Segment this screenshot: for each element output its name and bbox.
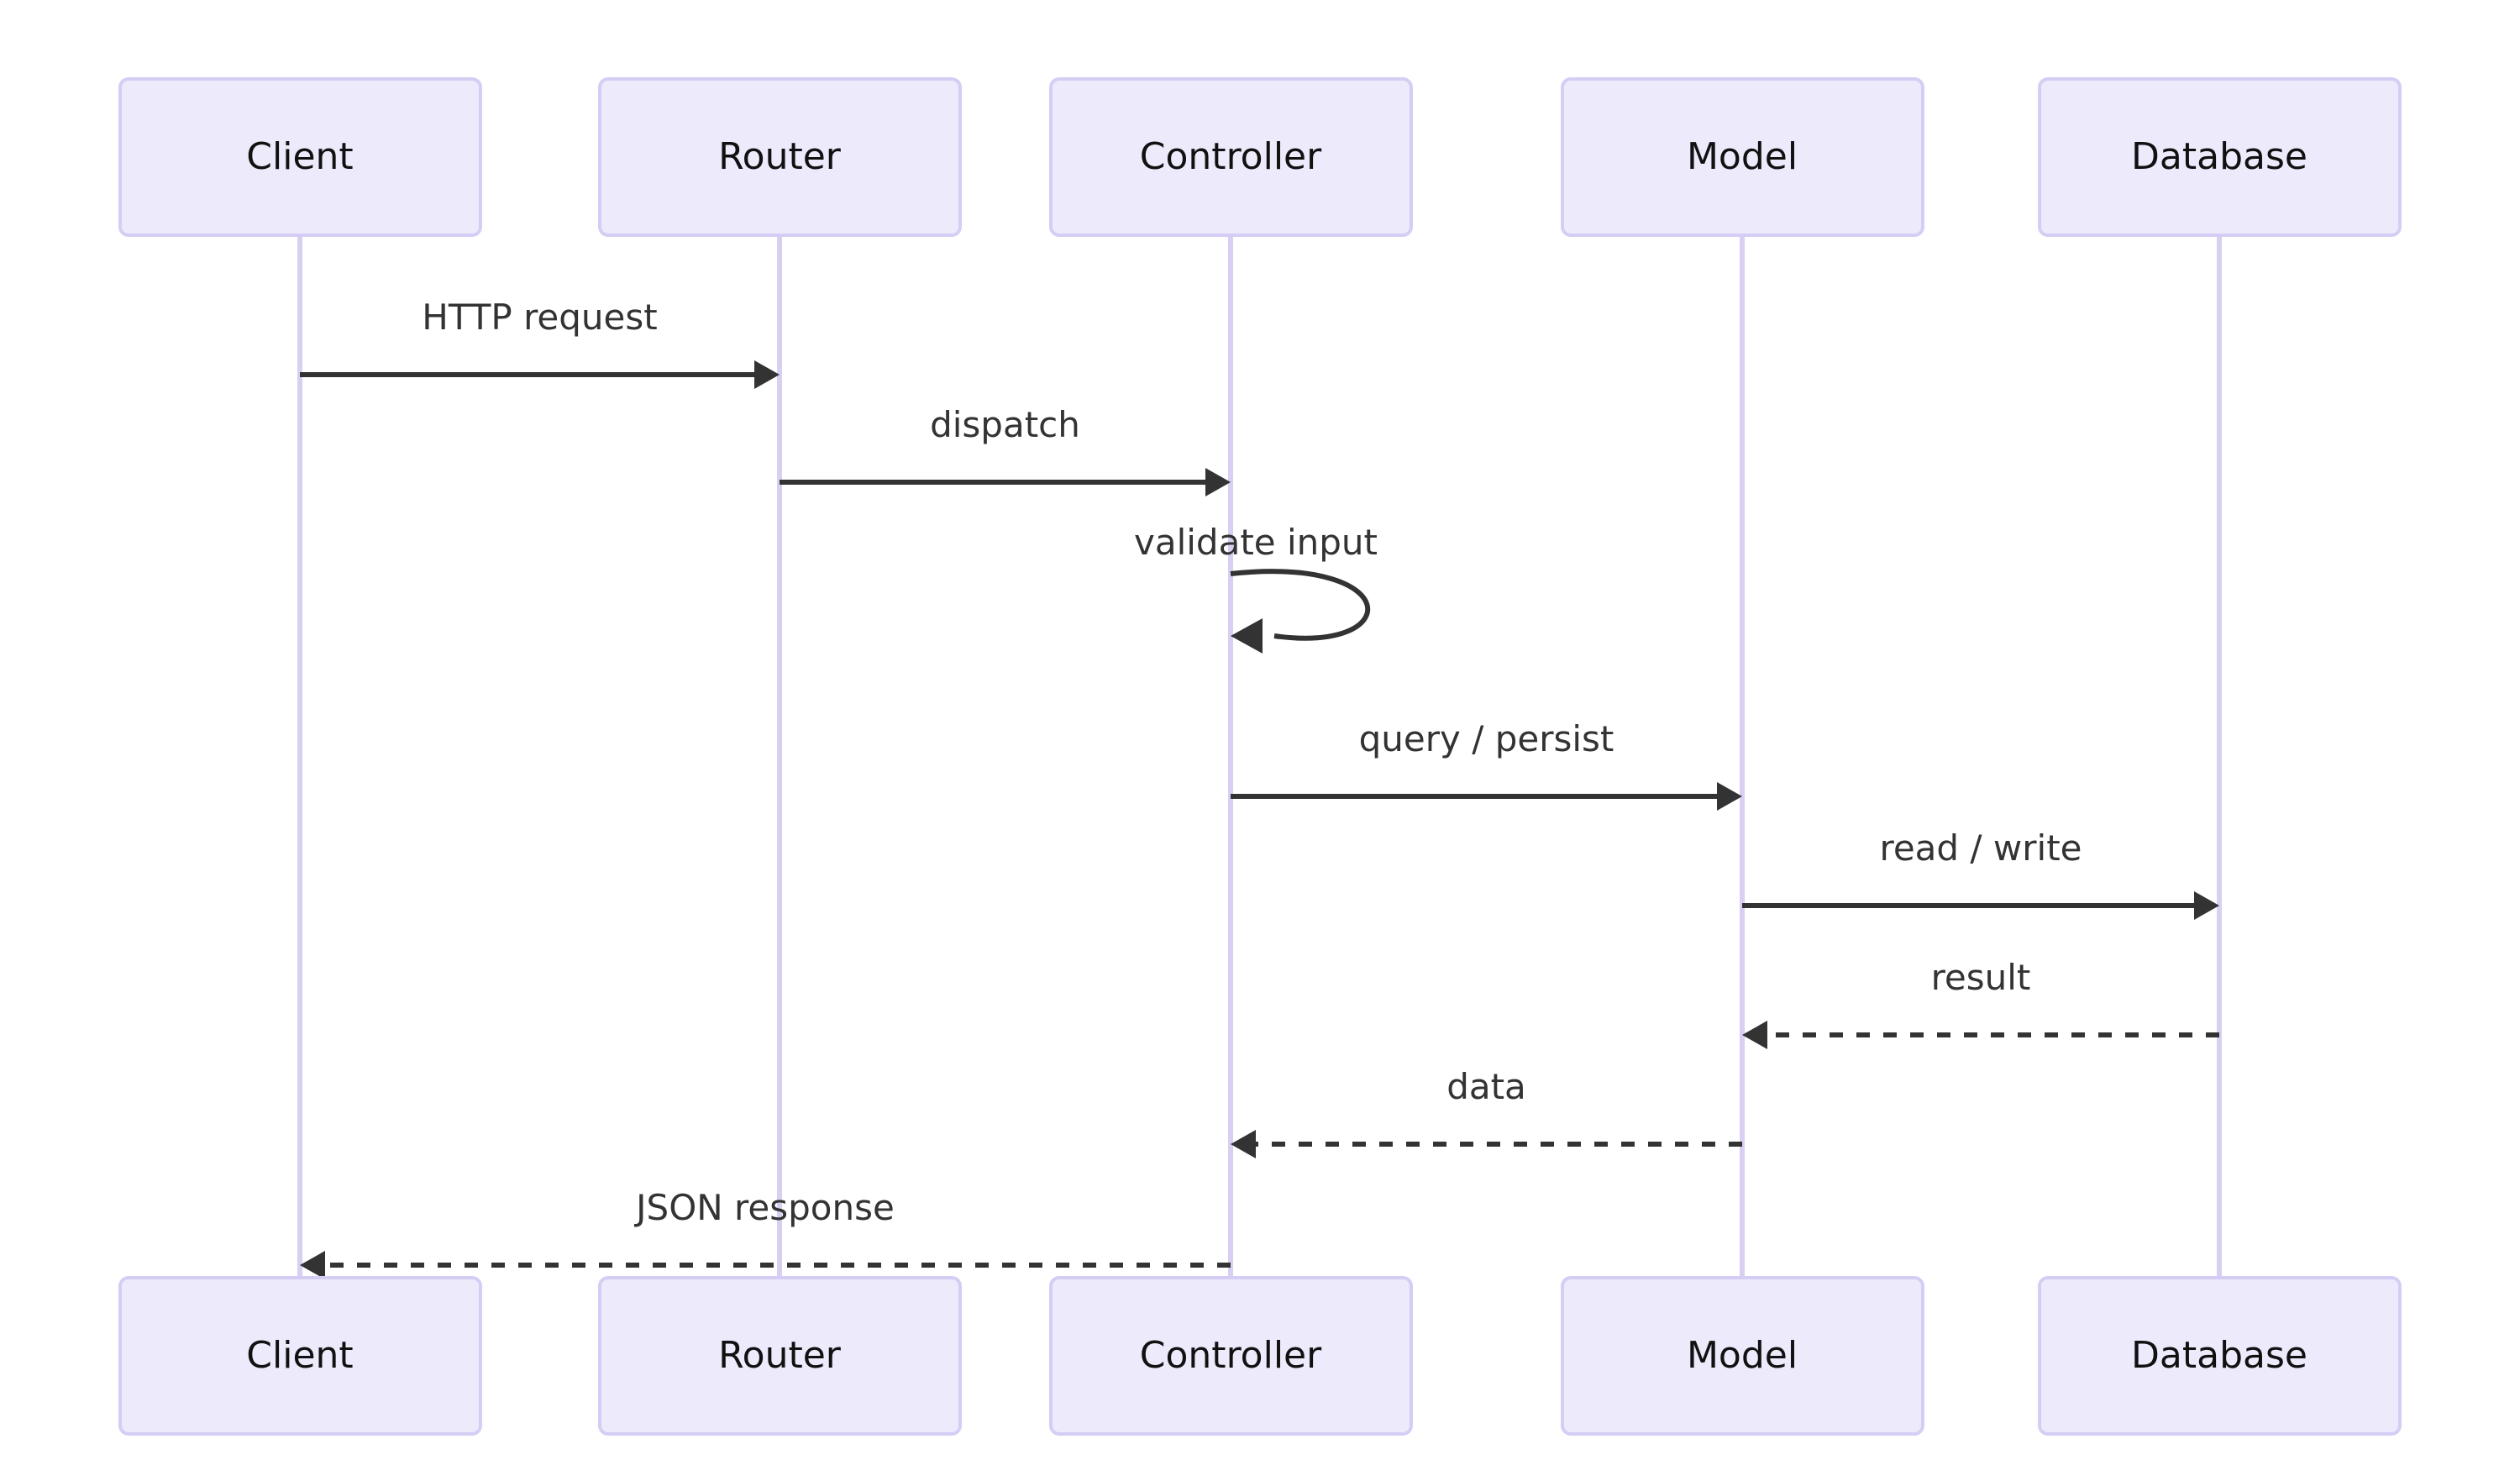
actor-label-client-bottom: Client	[246, 1334, 353, 1377]
actor-label-model-top: Model	[1687, 135, 1798, 178]
actor-label-controller-top: Controller	[1140, 135, 1322, 178]
arrowhead-message-2	[1205, 468, 1231, 496]
actor-box-router-bottom[interactable]	[598, 1276, 962, 1436]
actor-label-router-top: Router	[718, 135, 842, 178]
arrowhead-message-4	[1717, 782, 1742, 811]
actor-label-database-bottom: Database	[2131, 1334, 2307, 1377]
arrowhead-message-7	[1231, 1130, 1256, 1158]
lifelines-group	[297, 235, 2222, 1278]
message-labels-group: HTTP request dispatch validate input query …	[422, 297, 2082, 1228]
message-label-6: result	[1931, 957, 2031, 998]
arrowhead-message-3	[1231, 618, 1263, 654]
arrowhead-message-1	[754, 360, 780, 389]
actor-box-client-bottom[interactable]	[118, 1276, 482, 1436]
message-label-3: validate input	[1134, 522, 1378, 563]
actor-box-client-top[interactable]	[118, 77, 482, 237]
message-label-8: JSON response	[633, 1187, 895, 1228]
actor-label-controller-bottom: Controller	[1140, 1334, 1322, 1377]
actor-box-router-top[interactable]	[598, 77, 962, 237]
actor-label-client-top: Client	[246, 135, 353, 178]
message-label-4: query / persist	[1359, 718, 1614, 759]
actor-box-model-top[interactable]	[1561, 77, 1924, 237]
arrowhead-message-5	[2194, 891, 2219, 920]
arrowhead-message-8	[300, 1251, 325, 1279]
message-label-2: dispatch	[930, 404, 1080, 445]
actor-label-database-top: Database	[2131, 135, 2307, 178]
actor-box-model-bottom[interactable]	[1561, 1276, 1924, 1436]
actors-bottom-group: Client Router Controller Model Database	[118, 1276, 2402, 1436]
actor-label-model-bottom: Model	[1687, 1334, 1798, 1377]
actor-box-controller-bottom[interactable]	[1049, 1276, 1413, 1436]
actor-box-controller-top[interactable]	[1049, 77, 1413, 237]
actor-box-database-bottom[interactable]	[2038, 1276, 2402, 1436]
actor-box-database-top[interactable]	[2038, 77, 2402, 237]
message-label-7: data	[1446, 1066, 1526, 1107]
messages-group	[300, 360, 2219, 1279]
message-label-5: read / write	[1879, 827, 2082, 869]
arrowhead-message-6	[1742, 1021, 1767, 1049]
message-label-1: HTTP request	[422, 297, 658, 338]
actor-label-router-bottom: Router	[718, 1334, 842, 1377]
actors-top-group: Client Router Controller Model Database	[118, 77, 2402, 237]
message-loop-3[interactable]	[1230, 569, 1371, 641]
